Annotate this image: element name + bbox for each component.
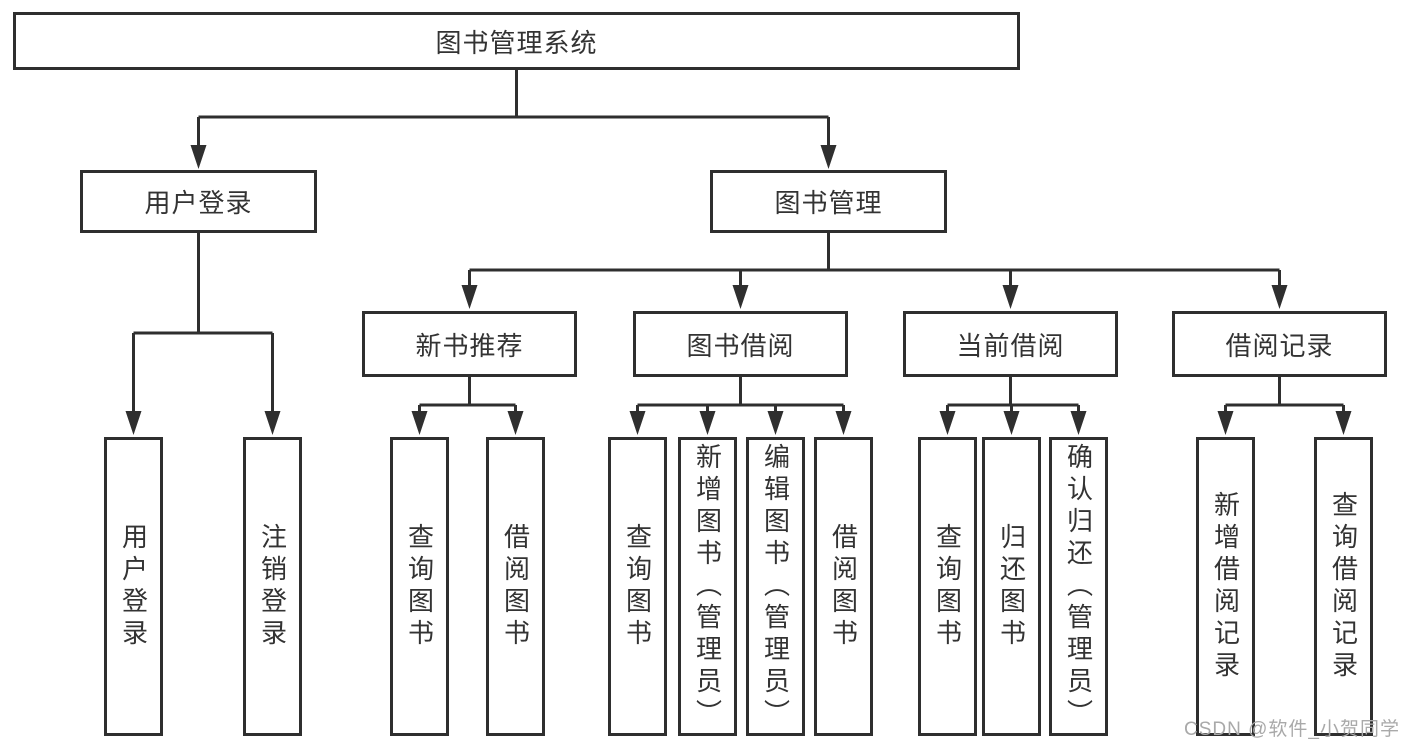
connector-root-to-level2	[190, 70, 837, 169]
arrowhead	[507, 411, 524, 435]
node-add-borrow-record: 新增借阅记录	[1196, 437, 1255, 736]
node-book-borrowing: 图书借阅	[633, 311, 848, 377]
watermark: CSDN @软件_小贺同学	[1184, 719, 1400, 740]
node-user-login: 用户登录	[80, 170, 317, 233]
node-label: 新书推荐	[415, 330, 524, 361]
arrowhead	[767, 411, 784, 435]
node-add-book-admin: 新增图书（管理员）	[678, 437, 737, 736]
node-book-management: 图书管理	[710, 170, 947, 233]
node-label: 新增借阅记录	[1210, 490, 1241, 683]
node-label: 用户登录	[144, 188, 253, 218]
connector-borrowing-records-to-leaves	[1217, 377, 1352, 435]
node-new-book-recommend: 新书推荐	[362, 311, 577, 377]
node-label: 图书管理	[774, 188, 883, 218]
arrowhead	[1217, 411, 1234, 435]
node-label: 查询借阅记录	[1328, 490, 1359, 683]
arrowhead	[411, 411, 428, 435]
arrowhead	[190, 145, 207, 169]
arrowhead	[1335, 411, 1352, 435]
arrowhead	[461, 285, 478, 309]
connector-user-login-to-leaves	[125, 233, 281, 435]
node-label: 新增图书（管理员）	[692, 442, 723, 731]
arrowhead	[1070, 411, 1087, 435]
connector-book-management-to-level3	[461, 233, 1288, 309]
node-borrowing-records: 借阅记录	[1172, 311, 1387, 377]
arrowhead	[699, 411, 716, 435]
node-borrow-books-recommend: 借阅图书	[486, 437, 545, 736]
node-label: 借阅记录	[1225, 330, 1334, 361]
node-label: 查询图书	[404, 522, 435, 651]
node-library-management-system: 图书管理系统	[13, 12, 1020, 70]
arrowhead	[264, 411, 281, 435]
node-confirm-return-admin: 确认归还（管理员）	[1049, 437, 1108, 736]
node-query-borrow-record: 查询借阅记录	[1314, 437, 1373, 736]
arrowhead	[835, 411, 852, 435]
arrowhead	[820, 145, 837, 169]
node-label: 查询图书	[622, 522, 653, 651]
arrowhead	[732, 285, 749, 309]
node-label: 注销登录	[257, 522, 288, 651]
arrowhead	[1003, 411, 1020, 435]
node-query-books-borrowing: 查询图书	[608, 437, 667, 736]
arrowhead	[1002, 285, 1019, 309]
node-edit-book-admin: 编辑图书（管理员）	[746, 437, 805, 736]
node-query-books-recommend: 查询图书	[390, 437, 449, 736]
connector-book-borrowing-to-leaves	[629, 377, 852, 435]
arrowhead	[629, 411, 646, 435]
node-label: 查询图书	[932, 522, 963, 651]
node-label: 确认归还（管理员）	[1063, 442, 1094, 731]
node-current-borrowing: 当前借阅	[903, 311, 1118, 377]
node-borrow-books-borrowing: 借阅图书	[814, 437, 873, 736]
connector-new-book-recommend-to-leaves	[411, 377, 524, 435]
node-label: 借阅图书	[500, 522, 531, 651]
node-logout: 注销登录	[243, 437, 302, 736]
arrowhead	[125, 411, 142, 435]
arrowhead	[1271, 285, 1288, 309]
node-label: 当前借阅	[956, 330, 1065, 361]
node-user-login-action: 用户登录	[104, 437, 163, 736]
arrowhead	[939, 411, 956, 435]
connector-current-borrowing-to-leaves	[939, 377, 1087, 435]
node-label: 用户登录	[118, 522, 149, 651]
node-query-books-current: 查询图书	[918, 437, 977, 736]
node-label: 归还图书	[996, 522, 1027, 651]
node-label: 编辑图书（管理员）	[760, 442, 791, 731]
node-label: 借阅图书	[828, 522, 859, 651]
node-return-book: 归还图书	[982, 437, 1041, 736]
node-label: 图书管理系统	[435, 27, 598, 58]
node-label: 图书借阅	[686, 330, 795, 361]
